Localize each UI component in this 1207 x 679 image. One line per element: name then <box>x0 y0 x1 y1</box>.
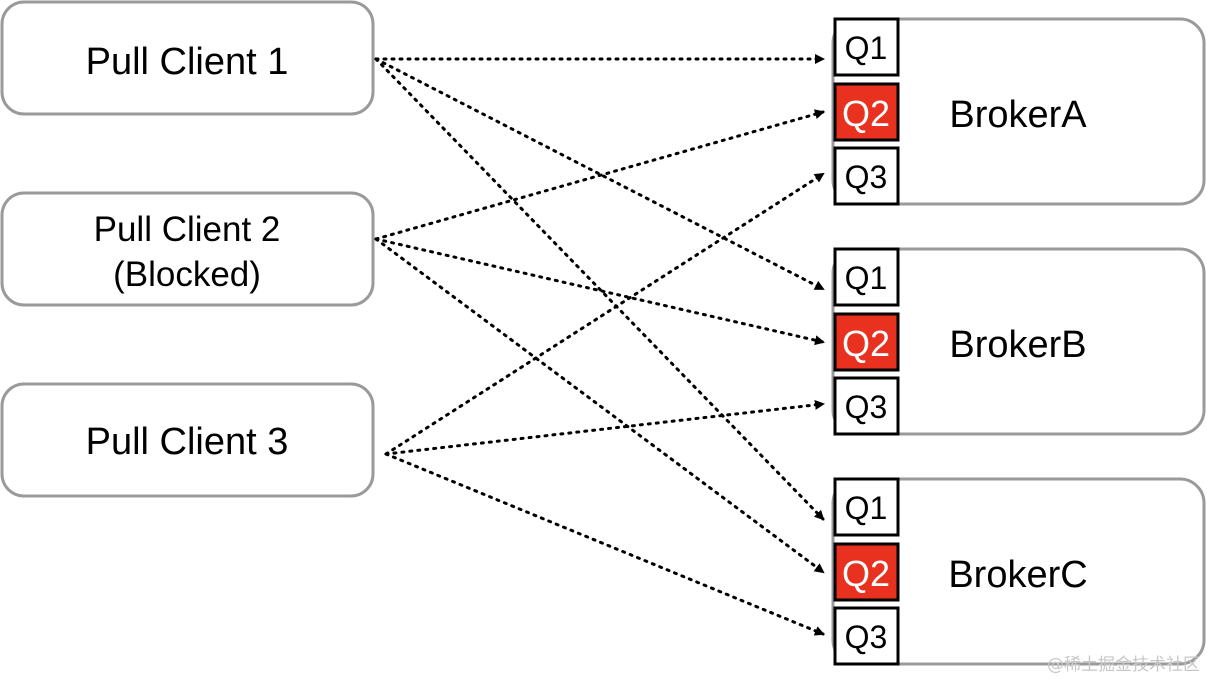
broker-node-c[interactable]: BrokerC Q1 Q2 Q3 <box>831 477 1206 666</box>
queue-label: Q1 <box>845 260 888 296</box>
broker-label: BrokerB <box>949 324 1086 366</box>
queue-label: Q2 <box>842 553 890 594</box>
queue-q1[interactable]: Q1 <box>833 247 900 307</box>
broker-box <box>831 477 1206 666</box>
client-box <box>0 0 375 116</box>
watermark-text: @稀土掘金技术社区 <box>1047 655 1200 675</box>
client-node-2[interactable]: Pull Client 2 (Blocked) <box>0 191 375 307</box>
queue-box <box>833 82 900 142</box>
edge-c3-to-broker-b-q3 <box>384 399 825 456</box>
edges <box>374 54 825 636</box>
queue-box <box>833 146 900 206</box>
broker-node-b[interactable]: BrokerB Q1 Q2 Q3 <box>831 247 1206 436</box>
queue-q2[interactable]: Q2 <box>833 542 900 602</box>
queue-q2[interactable]: Q2 <box>833 312 900 372</box>
queue-label: Q3 <box>845 159 888 195</box>
broker-label: BrokerA <box>949 94 1087 136</box>
queue-q1[interactable]: Q1 <box>833 17 900 77</box>
client-node-1[interactable]: Pull Client 1 <box>0 0 375 116</box>
queue-q3[interactable]: Q3 <box>833 606 900 666</box>
queue-label: Q1 <box>845 490 888 526</box>
queue-q3[interactable]: Q3 <box>833 376 900 436</box>
broker-box <box>831 247 1206 436</box>
queue-box <box>833 477 900 537</box>
queue-box <box>833 376 900 436</box>
client-label: Pull Client 3 <box>86 421 289 463</box>
broker-label: BrokerC <box>948 554 1087 596</box>
client-status-label: (Blocked) <box>113 255 261 294</box>
queue-label: Q1 <box>845 30 888 66</box>
queue-label: Q3 <box>845 619 888 655</box>
edge-c3-to-broker-c-q3 <box>384 452 825 636</box>
queue-label: Q2 <box>842 323 890 364</box>
queue-box <box>833 312 900 372</box>
client-node-3[interactable]: Pull Client 3 <box>0 382 375 498</box>
client-label: Pull Client 1 <box>86 41 289 83</box>
edge-c1-to-broker-c-q1 <box>374 57 825 521</box>
queue-box <box>833 542 900 602</box>
client-box <box>0 382 375 498</box>
client-label: Pull Client 2 <box>94 210 281 249</box>
edge-c3-to-broker-a-q3 <box>384 172 825 456</box>
queue-q2[interactable]: Q2 <box>833 82 900 142</box>
broker-box <box>831 17 1206 206</box>
broker-node-a[interactable]: BrokerA Q1 Q2 Q3 <box>831 17 1206 206</box>
queue-box <box>833 606 900 666</box>
edge-c2-to-broker-c-q2 <box>374 237 825 574</box>
edge-c2-to-broker-a-q2 <box>374 109 825 241</box>
queue-box <box>833 247 900 307</box>
queue-label: Q3 <box>845 389 888 425</box>
queue-box <box>833 17 900 77</box>
queue-q3[interactable]: Q3 <box>833 146 900 206</box>
queue-q1[interactable]: Q1 <box>833 477 900 537</box>
queue-label: Q2 <box>842 93 890 134</box>
client-box <box>0 191 375 307</box>
